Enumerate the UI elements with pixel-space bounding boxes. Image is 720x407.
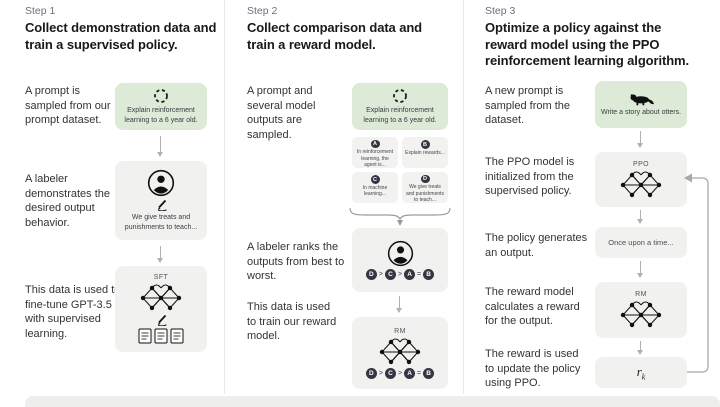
sampling-icon	[392, 88, 408, 104]
step3-desc-output: The policy generates an output.	[485, 232, 588, 259]
rank-separator: >	[378, 369, 383, 377]
ppo-label: PPO	[633, 160, 649, 168]
down-arrow	[636, 131, 645, 148]
option-letter: B	[420, 140, 430, 149]
output-option-b: B Explain rewards...	[402, 137, 448, 168]
down-arrow	[636, 261, 645, 278]
step2-heading: Collect comparison data and train a rewa…	[247, 20, 423, 52]
rank-letter: C	[384, 367, 396, 379]
rank-letter: D	[365, 269, 377, 280]
model-outputs-grid: A In reinforcement learning, the agent i…	[352, 137, 448, 203]
step1-labeler-text: We give treats and punishments to teach.…	[124, 213, 198, 231]
ranking-best-to-worst: D > C > A = B	[365, 367, 435, 379]
rank-letter: D	[365, 367, 377, 379]
output-option-d: D We give treats and punishments to teac…	[402, 172, 448, 203]
neural-network-icon	[619, 300, 663, 329]
pencil-icon	[155, 314, 168, 326]
step1-prompt-node: Explain reinforcement learning to a 6 ye…	[115, 83, 207, 130]
sampling-icon	[153, 88, 169, 104]
down-arrow	[156, 136, 165, 157]
column-divider	[224, 0, 225, 394]
labeler-person-icon	[147, 169, 175, 197]
step2-labeler-node: D > C > A = B	[352, 228, 448, 292]
rank-letter: A	[404, 269, 416, 280]
rank-separator: >	[397, 369, 403, 377]
option-letter: C	[370, 175, 380, 184]
step1-heading: Collect demonstration data and train a s…	[25, 20, 217, 52]
ranking-best-to-worst: D > C > A = B	[365, 269, 435, 280]
rank-letter: B	[423, 367, 435, 379]
rank-separator: =	[417, 369, 422, 377]
step3-heading: Optimize a policy against the reward mod…	[485, 20, 690, 69]
step3-label: Step 3	[485, 5, 516, 17]
step3-prompt-node: Write a story about otters.	[595, 81, 687, 128]
rank-letter: A	[404, 367, 416, 379]
labeler-person-icon	[387, 240, 414, 267]
reward-value-symbol: rk	[636, 363, 646, 382]
step3-desc-ppo-init: The PPO model is initialized from the su…	[485, 156, 575, 198]
step3-ppo-node: PPO	[595, 152, 687, 207]
option-text: Explain rewards...	[405, 150, 445, 156]
option-letter: A	[370, 140, 380, 149]
step2-label: Step 2	[247, 5, 278, 17]
rank-letter: B	[423, 269, 435, 280]
down-arrow	[395, 296, 404, 313]
pencil-icon	[155, 199, 168, 211]
rm-label: RM	[394, 327, 406, 335]
next-section-edge	[25, 396, 720, 407]
neural-network-icon	[139, 283, 183, 312]
neural-network-icon	[378, 337, 422, 366]
option-letter: D	[420, 175, 430, 184]
rank-separator: >	[378, 271, 383, 278]
step3-prompt-text: Write a story about otters.	[601, 109, 682, 117]
step2-rm-node: RM D > C > A	[352, 317, 448, 389]
step3-desc-update: The reward is used to update the policy …	[485, 348, 581, 390]
step3-reward-node: rk	[595, 357, 687, 388]
step2-desc-train-rm: This data is used to train our reward mo…	[247, 301, 337, 343]
rm-label: RM	[635, 291, 647, 298]
step1-desc-prompt: A prompt is sampled from our prompt data…	[25, 85, 111, 127]
otter-icon	[628, 91, 654, 106]
step3-desc-reward: The reward model calculates a reward for…	[485, 286, 580, 328]
step2-prompt-text: Explain reinforcement learning to a 6 ye…	[363, 106, 437, 124]
step3-rm-node: RM	[595, 282, 687, 338]
generated-output-text: Once upon a time...	[608, 238, 674, 247]
feedback-loop-arrow	[680, 168, 712, 380]
down-arrow	[156, 246, 165, 263]
rank-separator: >	[397, 271, 403, 278]
option-text: We give treats and punishments to teach.…	[405, 184, 445, 203]
step1-prompt-text: Explain reinforcement learning to a 6 ye…	[124, 106, 198, 124]
sft-label: SFT	[153, 274, 169, 281]
brace-funnel-arrow	[348, 206, 452, 228]
rank-letter: C	[384, 269, 396, 280]
output-option-a: A In reinforcement learning, the agent i…	[352, 137, 398, 168]
down-arrow	[636, 210, 645, 224]
column-divider	[463, 0, 464, 394]
option-text: In reinforcement learning, the agent is.…	[356, 149, 394, 168]
step2-desc-prompt: A prompt and several model outputs are s…	[247, 85, 316, 141]
down-arrow	[636, 341, 645, 355]
neural-network-icon	[619, 170, 663, 199]
step2-desc-rank: A labeler ranks the outputs from best to…	[247, 241, 345, 283]
step1-labeler-node: We give treats and punishments to teach.…	[115, 161, 207, 240]
step1-sft-node: SFT	[115, 266, 207, 352]
step3-output-node: Once upon a time...	[595, 227, 687, 258]
step2-prompt-node: Explain reinforcement learning to a 6 ye…	[352, 83, 448, 130]
documents-icon	[138, 328, 184, 344]
rank-separator: =	[417, 271, 422, 278]
step1-desc-labeler: A labeler demonstrates the desired outpu…	[25, 173, 110, 229]
output-option-c: C In machine learning...	[352, 172, 398, 203]
step1-label: Step 1	[25, 5, 56, 17]
option-text: In machine learning...	[362, 185, 388, 198]
step1-desc-finetune: This data is used to fine-tune GPT-3.5 w…	[25, 284, 121, 340]
step3-desc-prompt: A new prompt is sampled from the dataset…	[485, 85, 570, 127]
